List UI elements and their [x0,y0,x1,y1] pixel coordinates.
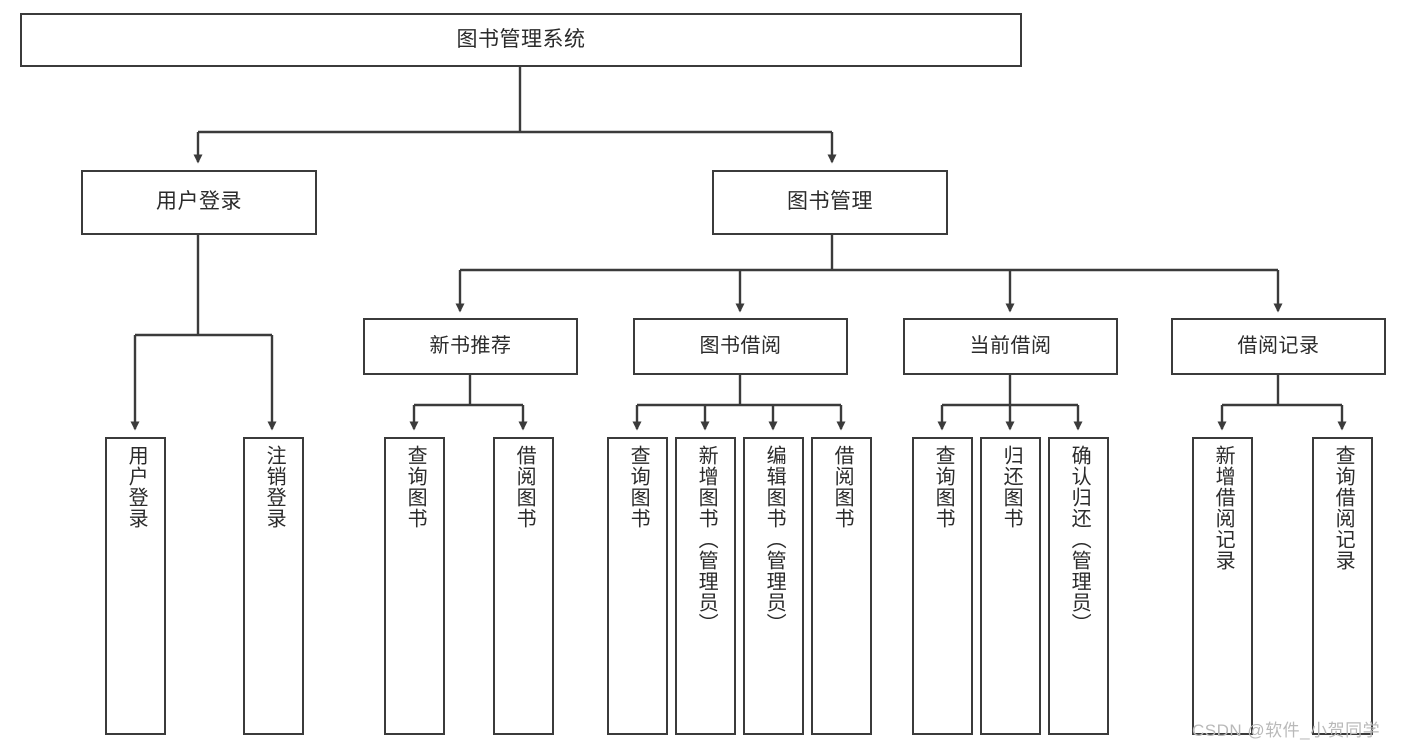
node-label: 归还图书 [1000,445,1023,529]
node-book-management[interactable]: 图书管理 [712,170,948,235]
leaf-book-borrow-borrow-book[interactable]: 借阅图书 [811,437,872,735]
node-label: 编辑图书（管理员） [763,445,786,634]
node-borrow-record[interactable]: 借阅记录 [1171,318,1386,375]
leaf-new-book-query-book[interactable]: 查询图书 [384,437,445,735]
leaf-borrow-record-add-record[interactable]: 新增借阅记录 [1192,437,1253,735]
leaf-new-book-borrow-book[interactable]: 借阅图书 [493,437,554,735]
node-label: 查询图书 [627,445,650,529]
node-current-borrow[interactable]: 当前借阅 [903,318,1118,375]
node-book-borrow[interactable]: 图书借阅 [633,318,848,375]
node-label: 图书管理 [787,190,873,214]
node-label: 确认归还（管理员） [1068,445,1091,634]
node-label: 新书推荐 [429,334,512,357]
leaf-user-login-logout[interactable]: 注销登录 [243,437,304,735]
leaf-user-login-login[interactable]: 用户登录 [105,437,166,735]
leaf-current-borrow-confirm-return-admin[interactable]: 确认归还（管理员） [1048,437,1109,735]
leaf-book-borrow-edit-book-admin[interactable]: 编辑图书（管理员） [743,437,804,735]
csdn-watermark: CSDN @软件_小贺同学 [1192,721,1381,740]
node-label: 查询图书 [404,445,427,529]
node-label: 查询图书 [932,445,955,529]
node-label: 借阅图书 [513,445,536,529]
node-label: 用户登录 [156,190,242,214]
node-label: 借阅记录 [1237,334,1320,357]
node-label: 图书管理系统 [456,27,586,51]
node-label: 注销登录 [263,445,286,529]
node-new-book-recommend[interactable]: 新书推荐 [363,318,578,375]
node-label: 新增图书（管理员） [695,445,718,634]
leaf-borrow-record-query-record[interactable]: 查询借阅记录 [1312,437,1373,735]
node-label: 当前借阅 [969,334,1052,357]
node-label: 查询借阅记录 [1332,445,1355,571]
leaf-book-borrow-add-book-admin[interactable]: 新增图书（管理员） [675,437,736,735]
node-label: 借阅图书 [831,445,854,529]
node-root-book-management-system[interactable]: 图书管理系统 [20,13,1022,67]
leaf-current-borrow-return-book[interactable]: 归还图书 [980,437,1041,735]
node-label: 用户登录 [125,445,148,529]
node-user-login[interactable]: 用户登录 [81,170,317,235]
node-label: 图书借阅 [699,334,782,357]
node-label: 新增借阅记录 [1212,445,1235,571]
leaf-book-borrow-query-book[interactable]: 查询图书 [607,437,668,735]
leaf-current-borrow-query-book[interactable]: 查询图书 [912,437,973,735]
